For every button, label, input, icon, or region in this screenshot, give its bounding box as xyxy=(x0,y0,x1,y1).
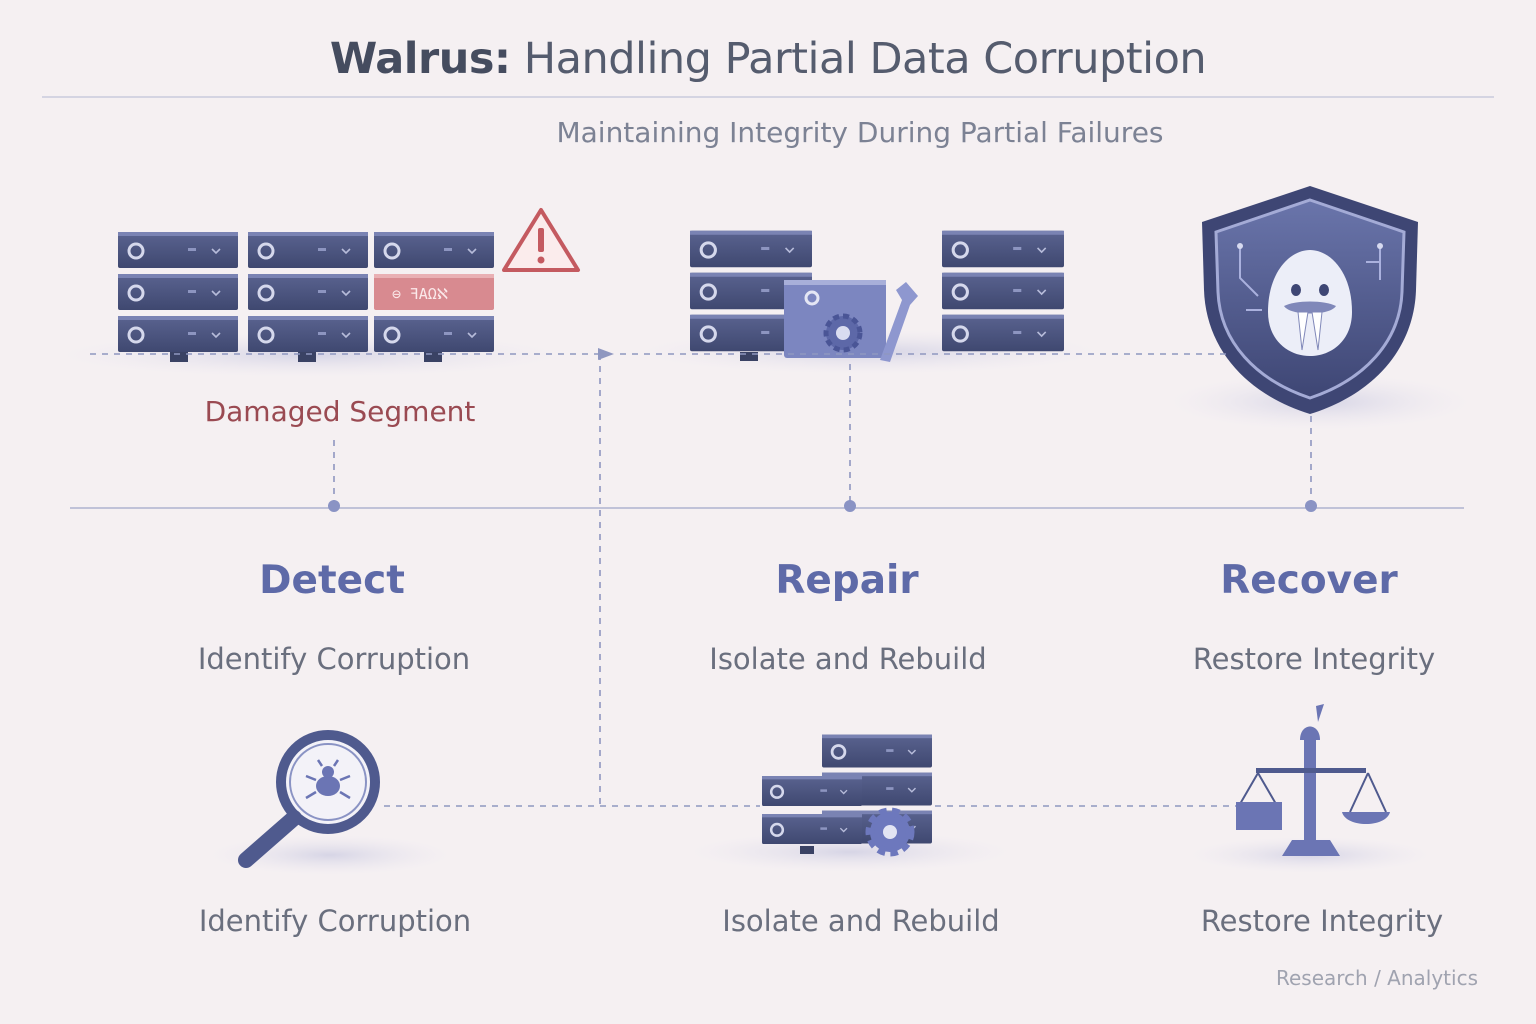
damaged-segment-block xyxy=(374,274,494,310)
damaged-segment-label: Damaged Segment xyxy=(204,395,476,428)
server-rack-group-repair xyxy=(690,230,1064,362)
stage-subtitle-detect: Identify Corruption xyxy=(197,642,471,676)
title-text: Handling Partial Data Corruption xyxy=(523,34,1207,84)
server-gear-icon xyxy=(762,734,932,857)
timeline-dot xyxy=(1305,500,1317,512)
timeline-dot xyxy=(844,500,856,512)
stage-subtitle-recover: Restore Integrity xyxy=(1192,642,1436,676)
bottom-label-detect: Identify Corruption xyxy=(198,904,472,938)
stage-title-repair: Repair xyxy=(775,558,919,603)
bottom-label-recover: Restore Integrity xyxy=(1200,904,1444,938)
warning-icon xyxy=(502,208,580,272)
page-subtitle: Maintaining Integrity During Partial Fai… xyxy=(556,116,1164,149)
stage-title-detect: Detect xyxy=(259,558,405,603)
stage-title-recover: Recover xyxy=(1220,558,1398,603)
magnifier-icon xyxy=(238,730,380,868)
balance-scale-icon xyxy=(1236,704,1390,856)
footer-caption: Research / Analytics xyxy=(1275,966,1478,990)
server-rack-group-damaged xyxy=(118,232,494,362)
dashed-connectors xyxy=(90,353,1312,807)
timeline-dot xyxy=(328,500,340,512)
bottom-label-repair: Isolate and Rebuild xyxy=(722,904,1000,938)
corrupted-text: ⊖ ꟻΑΩℵ xyxy=(392,285,448,303)
page-title: Walrus: Handling Partial Data Corruption xyxy=(0,34,1536,84)
shield-walrus-icon xyxy=(1202,186,1418,414)
arrow-head xyxy=(598,348,614,360)
stage-subtitle-repair: Isolate and Rebuild xyxy=(709,642,987,676)
title-brand: Walrus: xyxy=(329,34,511,84)
